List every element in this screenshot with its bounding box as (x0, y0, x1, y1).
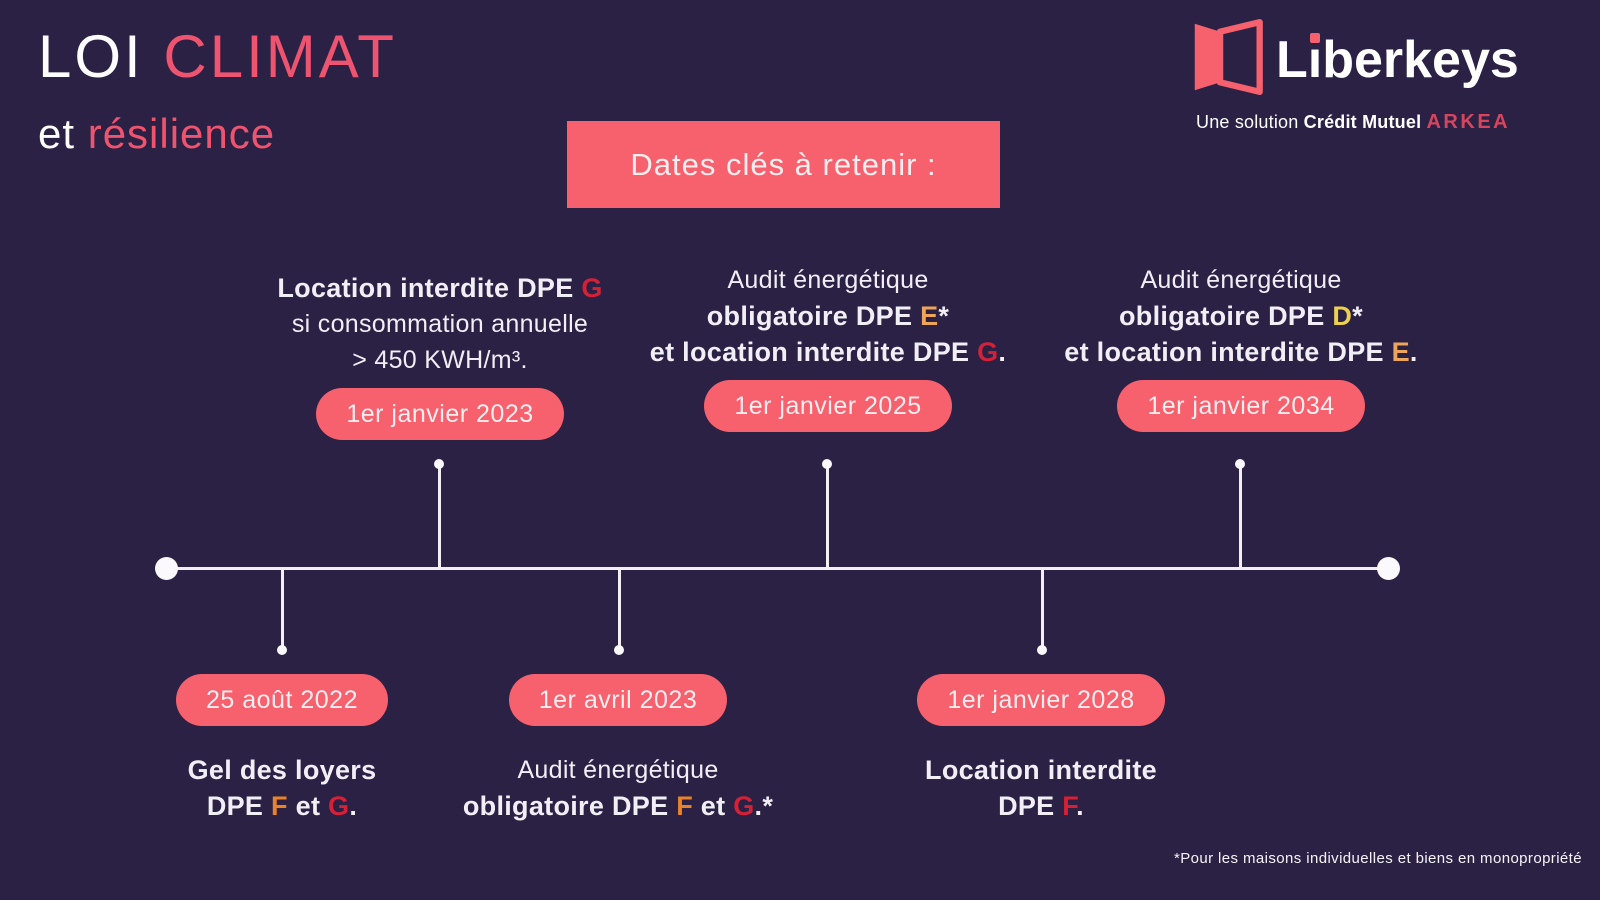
page-subtitle: et résilience (38, 110, 275, 158)
title-word-loi: LOI (38, 23, 144, 90)
date-pill-jan2028: 1er janvier 2028 (917, 674, 1165, 726)
dpe-letter-f: F (271, 791, 288, 821)
dpe-letter-g: G (977, 337, 999, 367)
timeline-line (166, 567, 1388, 570)
connector-jan2028 (1041, 570, 1044, 648)
event-jan2028: 1er janvier 2028 Location interdite DPE … (811, 674, 1271, 824)
connector-dot (1037, 645, 1047, 655)
arkea-wordmark: ARKEA (1426, 111, 1511, 133)
event-aout2022: 25 août 2022 Gel des loyers DPE F et G. (52, 674, 512, 824)
date-pill-jan2025: 1er janvier 2025 (704, 380, 952, 432)
open-door-icon (1190, 14, 1266, 105)
connector-jan2023 (438, 468, 441, 568)
dpe-letter-d: D (1332, 301, 1353, 331)
event-description: Audit énergétique obligatoire DPE E* et … (649, 266, 1007, 367)
date-pill-jan2034: 1er janvier 2034 (1117, 380, 1365, 432)
dpe-letter-g: G (733, 791, 755, 821)
event-description: Audit énergétique obligatoire DPE D* et … (1064, 266, 1418, 367)
connector-jan2025 (826, 468, 829, 568)
key-dates-banner: Dates clés à retenir : (567, 121, 1000, 208)
event-jan2023: Location interdite DPE G si consommation… (210, 270, 670, 440)
dpe-letter-g: G (581, 273, 603, 303)
subtitle-word-resilience: résilience (87, 110, 276, 157)
connector-avril2023 (618, 570, 621, 648)
event-jan2034: Audit énergétique obligatoire DPE D* et … (1011, 262, 1471, 432)
connector-dot (1235, 459, 1245, 469)
event-avril2023: 1er avril 2023 Audit énergétique obligat… (388, 674, 848, 824)
connector-aout2022 (281, 570, 284, 648)
event-description: Gel des loyers DPE F et G. (187, 755, 377, 821)
connector-dot (822, 459, 832, 469)
event-description: Audit énergétique obligatoire DPE F et G… (462, 756, 774, 821)
connector-dot (277, 645, 287, 655)
connector-jan2034 (1239, 468, 1242, 568)
logo-i-dot (1309, 32, 1320, 43)
title-word-climat: CLIMAT (163, 23, 397, 90)
date-pill-aout2022: 25 août 2022 (176, 674, 388, 726)
dpe-letter-g: G (328, 791, 350, 821)
connector-dot (434, 459, 444, 469)
dpe-letter-f: F (676, 791, 693, 821)
subtitle-word-et: et (38, 110, 76, 157)
event-jan2025: Audit énergétique obligatoire DPE E* et … (598, 262, 1058, 432)
footnote: *Pour les maisons individuelles et biens… (1173, 850, 1582, 867)
logo-tagline: Une solution Crédit Mutuel ARKEA (1196, 111, 1511, 133)
dpe-letter-f: F (1062, 791, 1077, 821)
page-title: LOI CLIMAT (38, 22, 397, 91)
date-pill-avril2023: 1er avril 2023 (508, 674, 728, 726)
timeline-endpoint-left (155, 557, 178, 580)
timeline-endpoint-right (1377, 557, 1400, 580)
dpe-letter-e: E (1391, 337, 1410, 367)
connector-dot (614, 645, 624, 655)
event-description: Location interdite DPE F. (925, 755, 1157, 821)
banner-label: Dates clés à retenir : (630, 146, 937, 182)
dpe-letter-e: E (920, 301, 939, 331)
date-pill-jan2023: 1er janvier 2023 (316, 388, 564, 440)
event-description: Location interdite DPE G si consommation… (277, 273, 603, 374)
